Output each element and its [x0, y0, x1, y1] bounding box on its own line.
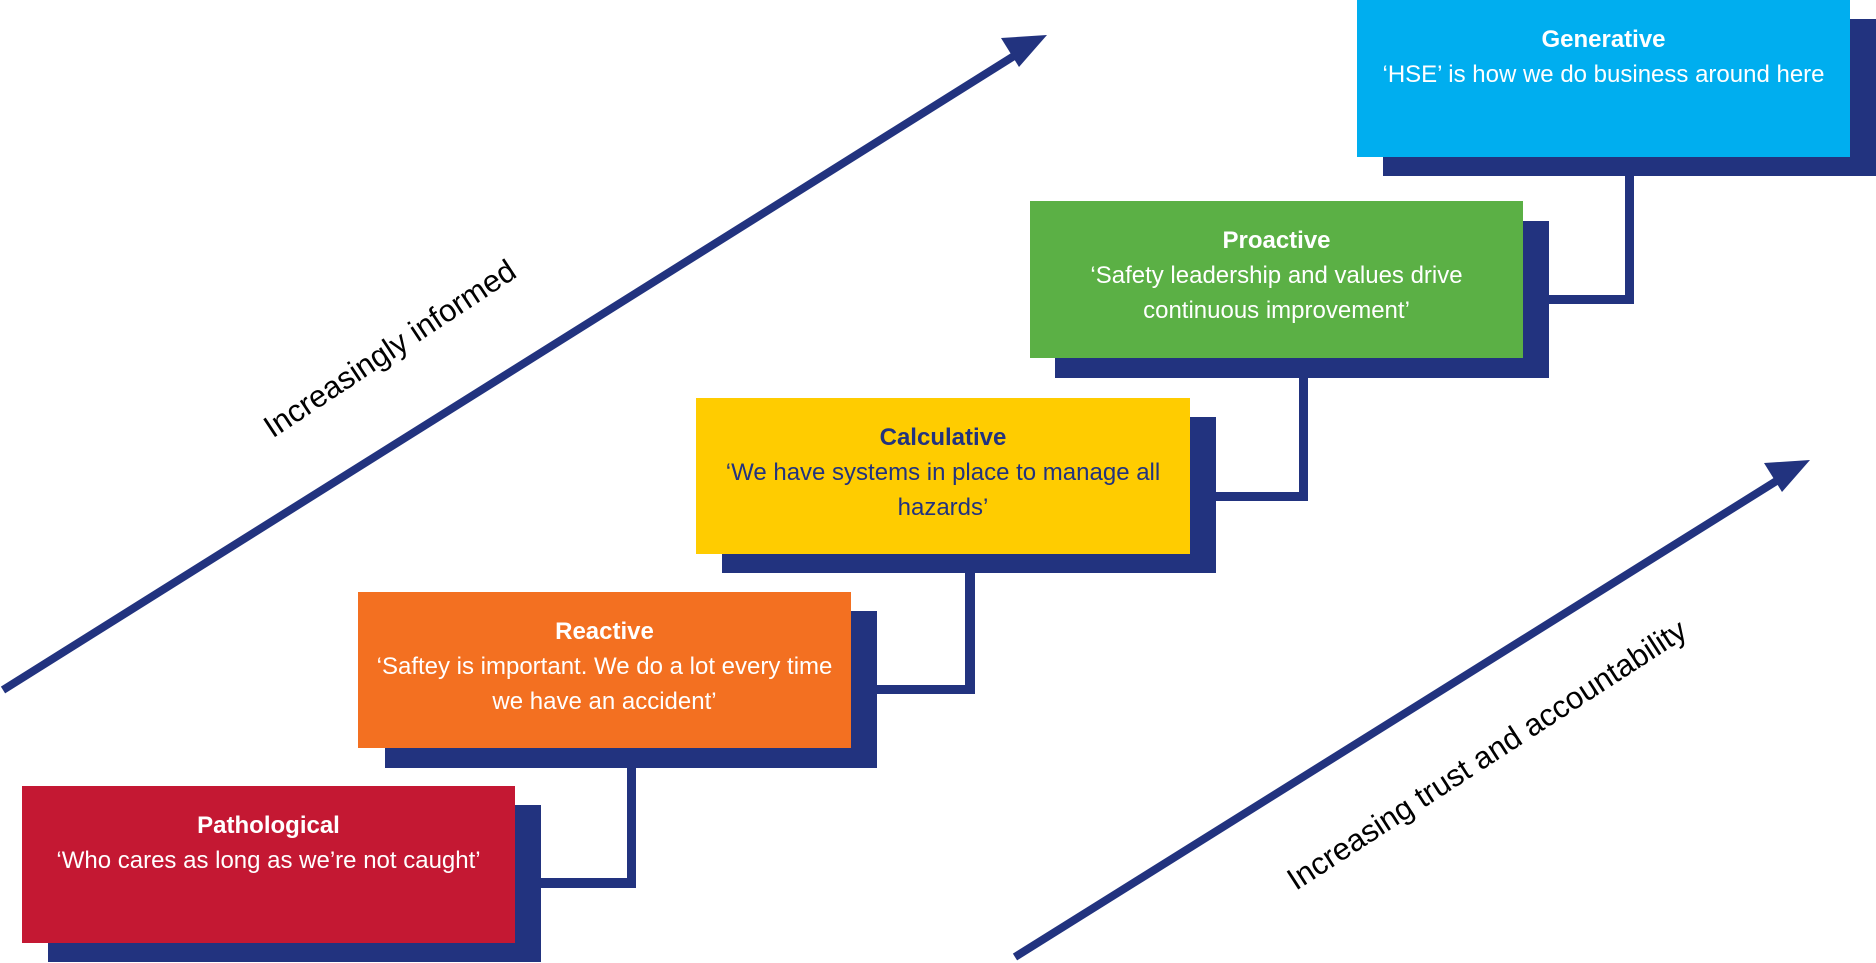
stage-title: Proactive [1222, 227, 1331, 254]
stage-proactive: Proactive ‘Safety leadership and values … [1030, 201, 1523, 358]
stage-quote: ‘We have systems in place to manage all … [725, 459, 1161, 521]
arrow-increasing-trust [1012, 460, 1810, 961]
arrowhead-icon [1764, 460, 1810, 492]
connector-proactive-generative-horizontal [1548, 295, 1634, 304]
stage-reactive: Reactive ‘Saftey is important. We do a l… [358, 592, 851, 748]
connector-calculative-proactive-horizontal [1215, 492, 1308, 501]
stage-generative: Generative ‘HSE’ is how we do business a… [1357, 0, 1850, 157]
stage-title: Reactive [555, 618, 654, 645]
stage-quote: ‘HSE’ is how we do business around here [1382, 61, 1825, 88]
stage-pathological: Pathological ‘Who cares as long as we’re… [22, 786, 515, 943]
arrow-increasingly-informed [0, 35, 1047, 694]
stage-quote: ‘Safety leadership and values drive cont… [1090, 262, 1463, 324]
stage-quote: ‘Who cares as long as we’re not caught’ [56, 847, 481, 874]
arrow-shaft [0, 47, 1025, 694]
connector-pathological-reactive-vertical [627, 766, 636, 888]
connector-proactive-generative-vertical [1625, 174, 1634, 304]
stage-title: Pathological [197, 812, 340, 839]
stage-title: Calculative [879, 424, 1007, 451]
connector-pathological-reactive-horizontal [540, 878, 636, 888]
connector-calculative-proactive-vertical [1299, 376, 1308, 501]
connector-reactive-calculative-vertical [965, 571, 975, 694]
connector-reactive-calculative-horizontal [876, 685, 975, 694]
arrow-shaft [1012, 471, 1789, 961]
arrowhead-icon [1001, 35, 1047, 67]
stage-title: Generative [1541, 26, 1666, 53]
stage-quote: ‘Saftey is important. We do a lot every … [376, 653, 833, 715]
stage-calculative: Calculative ‘We have systems in place to… [696, 398, 1190, 554]
